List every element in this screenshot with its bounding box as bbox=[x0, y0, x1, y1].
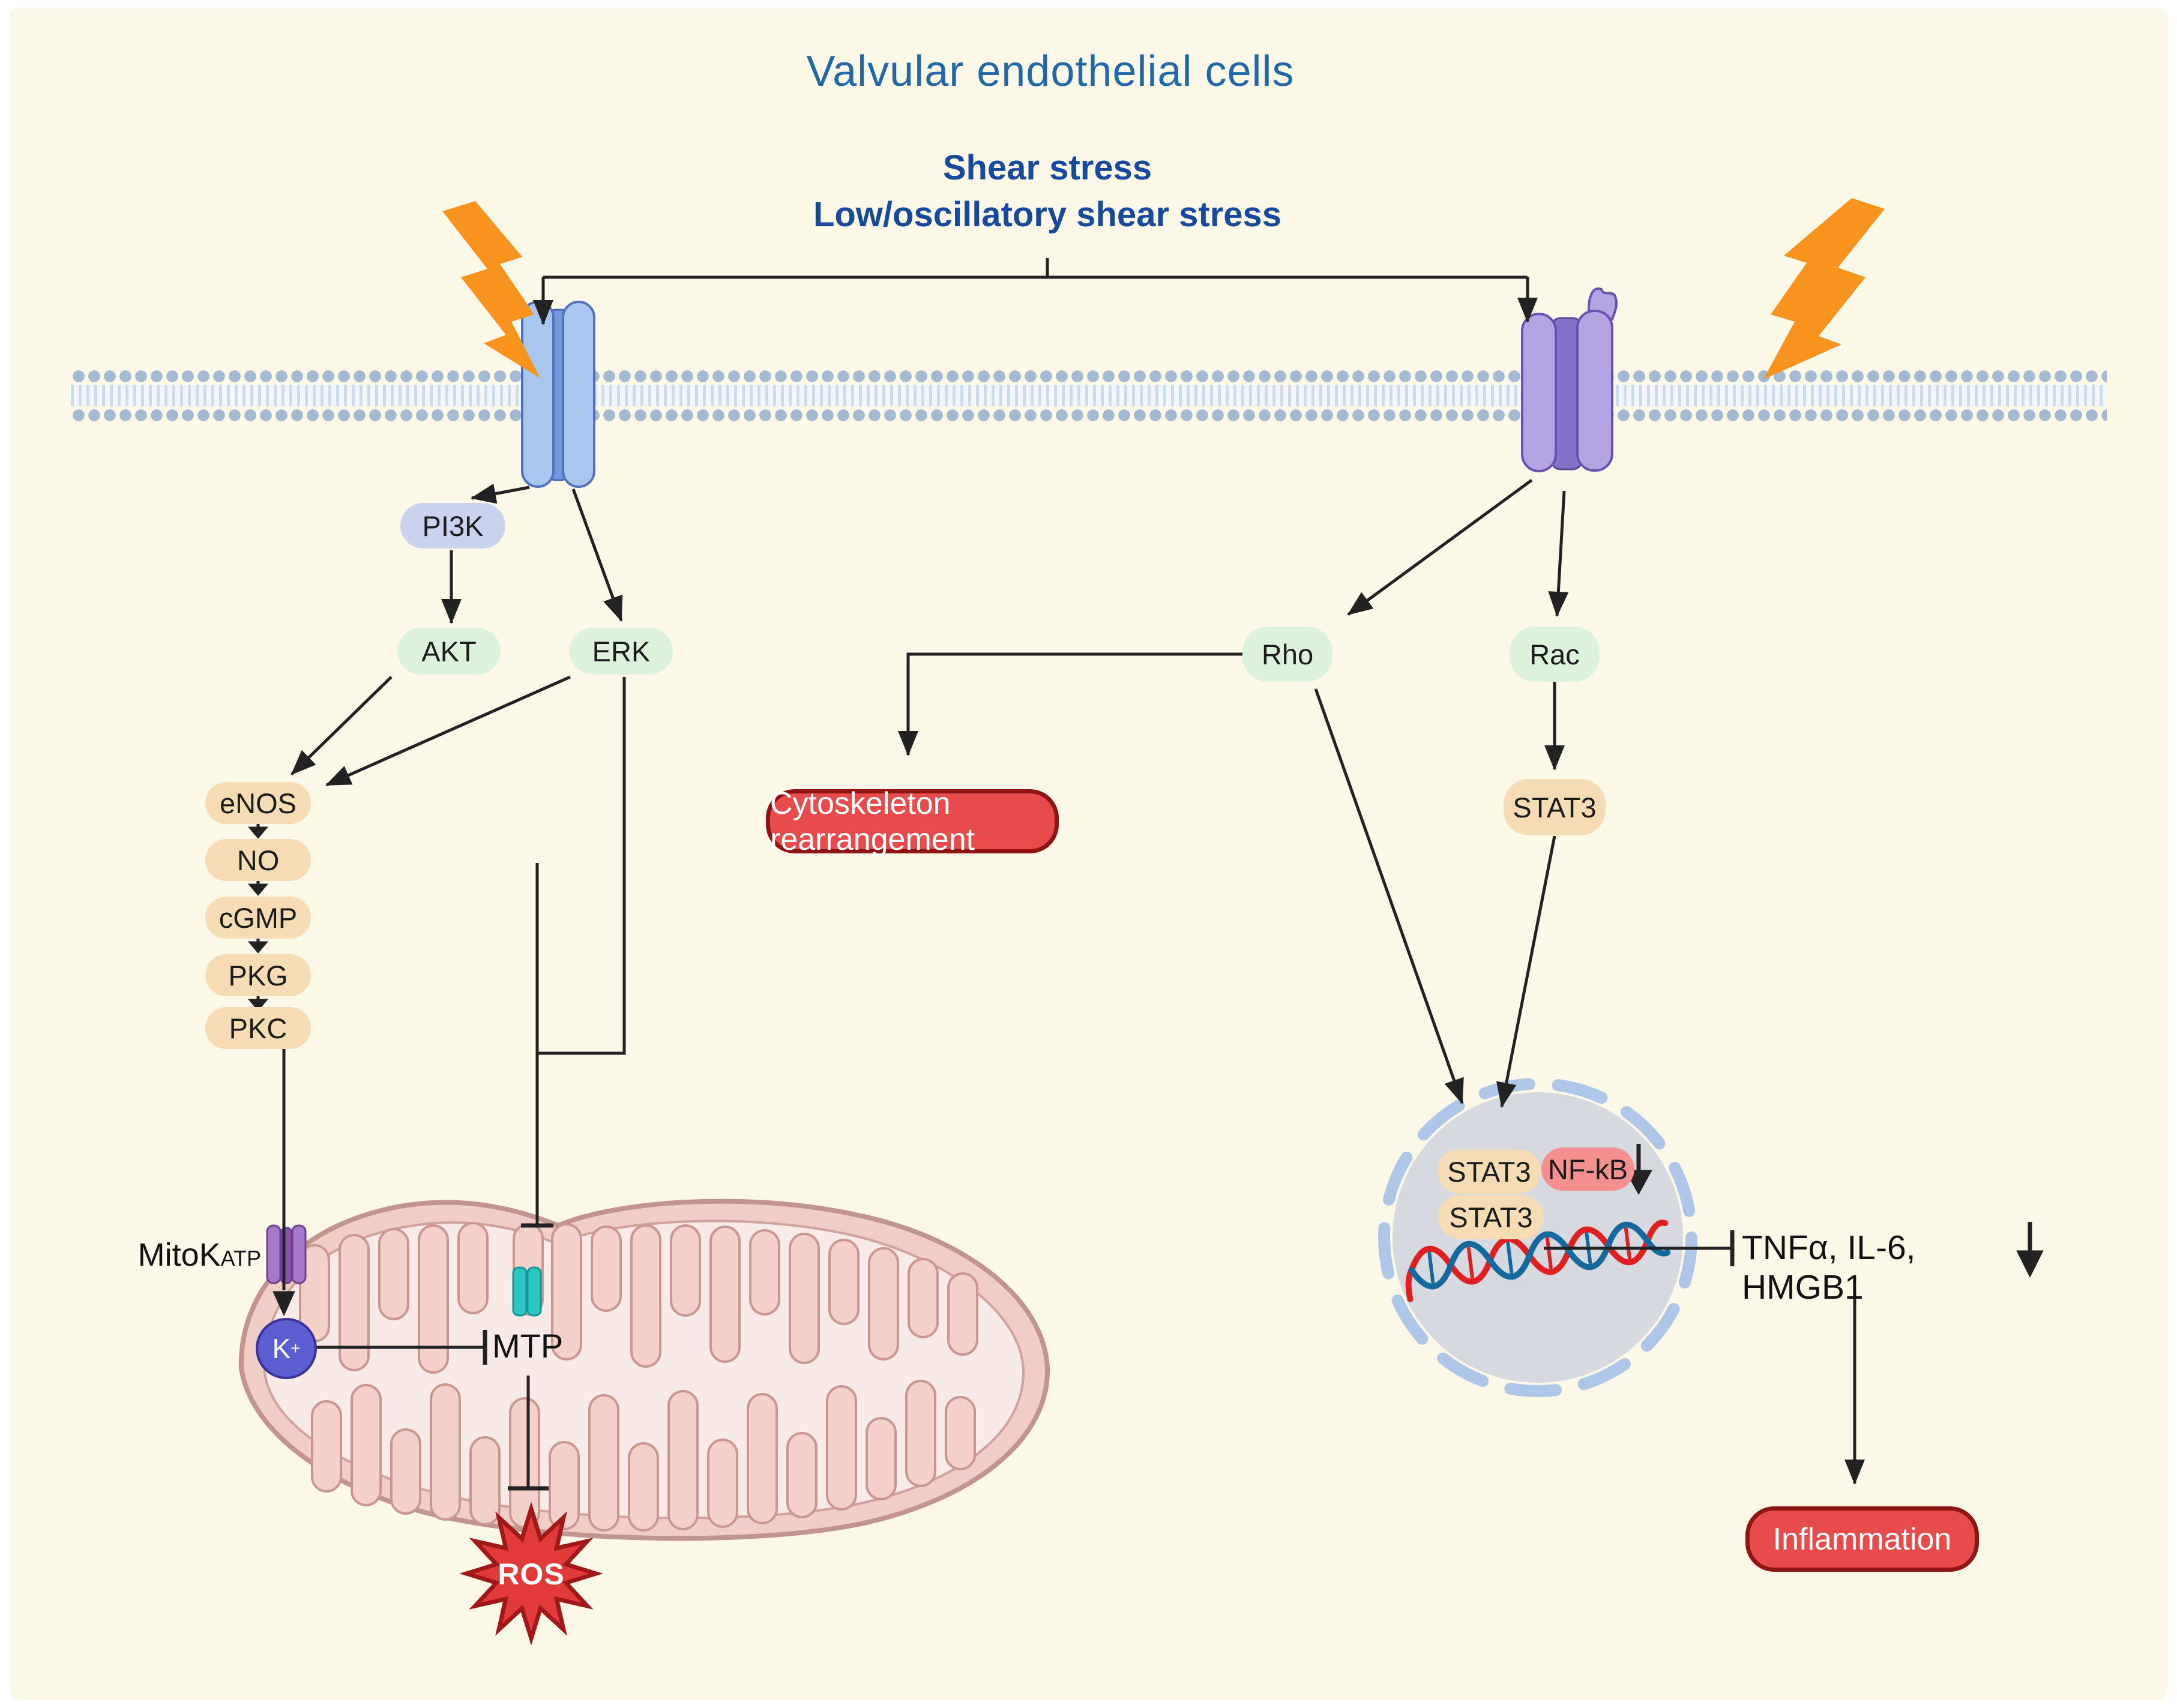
mechanoreceptor-left-icon bbox=[521, 301, 595, 488]
node-pkg: PKG bbox=[205, 954, 311, 996]
outcome-cytoskeleton: Cytoskeleton rearrangement bbox=[766, 786, 1059, 857]
node-enos: eNOS bbox=[205, 782, 311, 824]
ros-label: ROS bbox=[498, 1557, 565, 1591]
node-nucleus-stat3-lower: STAT3 bbox=[1438, 1195, 1544, 1239]
node-pi3k: PI3K bbox=[400, 503, 505, 549]
node-erk: ERK bbox=[570, 628, 673, 675]
outcome-inflammation: Inflammation bbox=[1745, 1506, 1979, 1572]
node-nucleus-stat3-upper: STAT3 bbox=[1438, 1149, 1541, 1194]
mtp-channel-icon bbox=[512, 1266, 542, 1317]
node-pkc: PKC bbox=[205, 1007, 311, 1049]
mtp-label: MTP bbox=[492, 1327, 564, 1365]
node-nfkb: NF-kB bbox=[1541, 1147, 1634, 1191]
chain-arrows bbox=[247, 824, 295, 1317]
cytokines-label: TNFα, IL-6, HMGB1 bbox=[1742, 1228, 1916, 1307]
cristae-top bbox=[299, 1222, 978, 1374]
potassium-ion-label: K+ bbox=[256, 1318, 317, 1379]
node-cgmp: cGMP bbox=[205, 897, 311, 939]
stimulus-label-line2: Low/oscillatory shear stress bbox=[813, 195, 1282, 234]
node-no: NO bbox=[205, 839, 311, 881]
node-rac: Rac bbox=[1510, 627, 1600, 682]
mito-katp-label: MitoKATP bbox=[137, 1237, 261, 1273]
mitochondrion-icon bbox=[238, 1198, 1050, 1541]
ros-burst-icon bbox=[459, 1502, 603, 1646]
mito-katp-channel-icon bbox=[266, 1224, 307, 1284]
node-akt: AKT bbox=[397, 628, 501, 675]
mechanoreceptor-right-icon bbox=[1521, 287, 1618, 472]
node-stat3: STAT3 bbox=[1504, 779, 1606, 835]
figure-title: Valvular endothelial cells bbox=[806, 47, 1295, 95]
connector-lines bbox=[282, 258, 1865, 1491]
node-rho: Rho bbox=[1242, 627, 1332, 682]
cristae-bottom bbox=[311, 1380, 976, 1532]
membrane-lipid-tails bbox=[71, 385, 2107, 406]
stimulus-label-line1: Shear stress bbox=[942, 148, 1152, 187]
lightning-right-icon bbox=[1763, 198, 1885, 379]
lightning-left-icon bbox=[442, 201, 540, 378]
membrane-inner-leaflet bbox=[71, 406, 2107, 424]
